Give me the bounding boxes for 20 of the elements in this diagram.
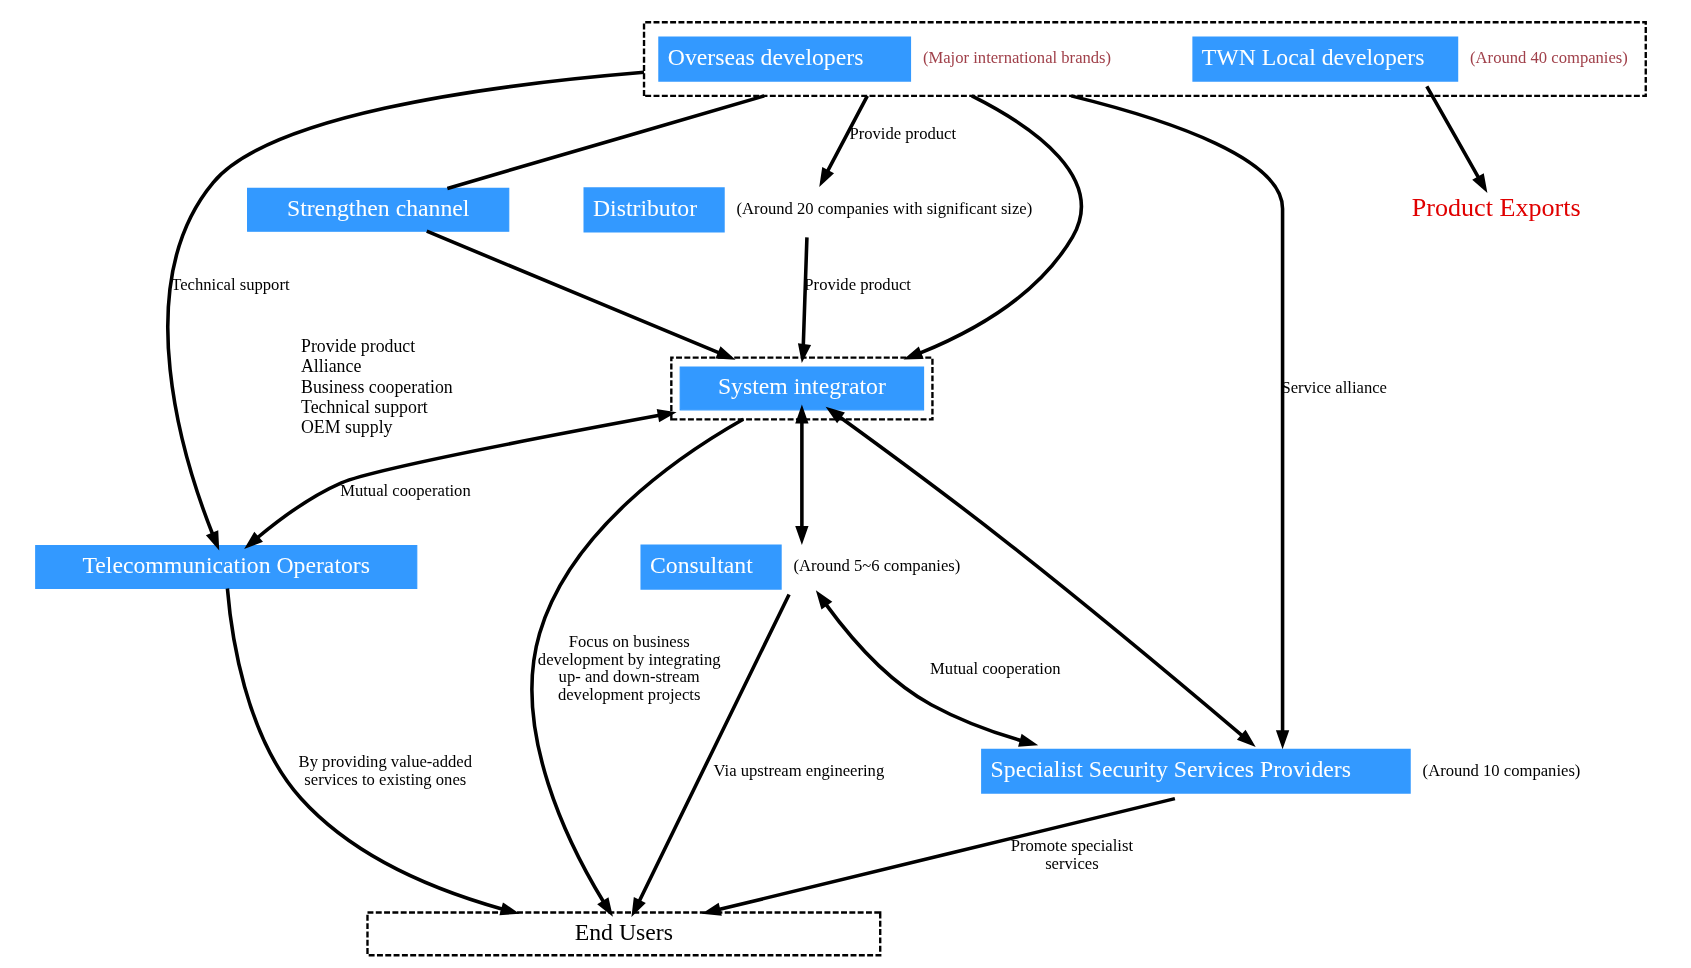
edge-label: Via upstream engineering xyxy=(713,760,885,780)
label: OEM supply xyxy=(301,416,393,437)
node-label: (Around 20 companies with significant size) xyxy=(736,199,1033,219)
edge-label: Promote specialist services xyxy=(1010,835,1134,873)
label: Business cooperation xyxy=(301,376,453,397)
edge-label: Focus on business development by integrating up- and down-stream development projects xyxy=(537,631,721,705)
node-label: (Around 5~6 companies) xyxy=(793,556,961,576)
label: Provide product xyxy=(301,336,416,357)
node-text: Product Exports xyxy=(1411,193,1581,223)
node-label: (Major international brands) xyxy=(922,48,1112,68)
edge-label: Technical support xyxy=(171,274,290,294)
label: Technical support xyxy=(301,396,428,417)
edge-label: By providing value-added services to existing ones xyxy=(298,751,472,789)
edge-label: Mutual cooperation xyxy=(340,481,471,501)
edge-label: Mutual cooperation xyxy=(930,658,1061,678)
node-label: (Around 40 companies) xyxy=(1470,48,1628,68)
edge-label: Provide product xyxy=(849,123,957,143)
node-label: (Around 10 companies) xyxy=(1422,760,1581,780)
edge-label: Service alliance xyxy=(1281,377,1387,397)
label: Alliance xyxy=(301,356,362,377)
